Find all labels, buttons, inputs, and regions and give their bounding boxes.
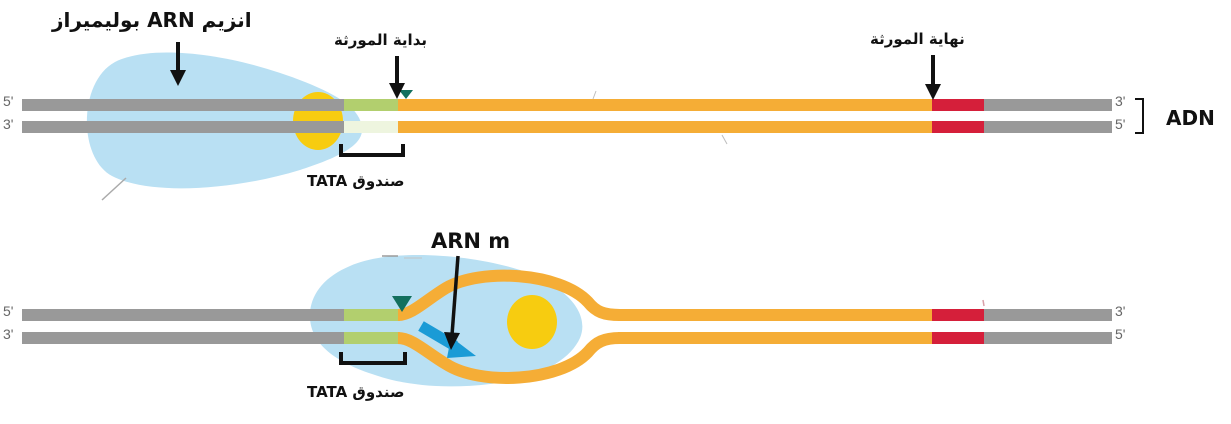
transcription-bubble-upper bbox=[397, 269, 621, 321]
tata-box-lower bbox=[344, 121, 399, 133]
strand-end-3prime: 3' bbox=[1115, 93, 1126, 109]
adn-lower-strand-right bbox=[984, 332, 1112, 344]
label-gene-start: بداية المورثة bbox=[334, 31, 427, 49]
strand-end-5prime: 5' bbox=[3, 93, 14, 109]
panel-elongation bbox=[22, 254, 1112, 387]
adn-upper-strand-right bbox=[984, 99, 1112, 111]
strand-end-5prime: 5' bbox=[3, 303, 14, 319]
terminator-lower bbox=[932, 121, 984, 133]
artifact-line bbox=[592, 90, 597, 100]
artifact-line bbox=[982, 299, 985, 307]
adn-upper-strand-left bbox=[22, 309, 346, 321]
strand-end-3prime: 3' bbox=[3, 326, 14, 342]
gene-upper-strand bbox=[398, 99, 932, 111]
label-tata-box: صندوق TATA bbox=[307, 383, 405, 401]
strand-end-5prime: 5' bbox=[1115, 116, 1126, 132]
arrow-gene-end bbox=[925, 55, 941, 100]
strand-end-3prime: 3' bbox=[1115, 303, 1126, 319]
panel-initiation bbox=[22, 42, 1144, 201]
tata-bracket-bottom bbox=[339, 352, 407, 365]
polymerase-tail-line bbox=[101, 177, 127, 201]
adn-lower-strand-right bbox=[984, 121, 1112, 133]
label-rna-polymerase: انزيم ARN بوليميراز bbox=[52, 8, 252, 32]
gene-upper-strand bbox=[618, 309, 932, 321]
strand-end-3prime: 3' bbox=[3, 116, 14, 132]
transcription-start-marker bbox=[399, 90, 413, 99]
label-arn-m: ARN m bbox=[431, 229, 511, 253]
tata-box-upper bbox=[344, 309, 400, 321]
transcription-start-marker bbox=[392, 296, 412, 312]
terminator-lower bbox=[932, 332, 984, 344]
tata-bracket-top bbox=[339, 144, 405, 157]
artifact-line bbox=[721, 134, 728, 145]
transcription-bubble-lower bbox=[397, 332, 621, 384]
strand-end-5prime: 5' bbox=[1115, 326, 1126, 342]
rna-polymerase-shape bbox=[86, 52, 363, 189]
terminator-upper bbox=[932, 309, 984, 321]
gene-lower-strand bbox=[398, 121, 932, 133]
adn-upper-strand-right bbox=[984, 309, 1112, 321]
arrow-gene-start bbox=[389, 56, 405, 99]
arrow-arn-m bbox=[444, 255, 460, 350]
tata-box-upper bbox=[344, 99, 399, 111]
label-gene-end: نهاية المورثة bbox=[870, 30, 965, 48]
transcription-factor-shape bbox=[507, 295, 557, 349]
rna-polymerase-shape bbox=[309, 254, 583, 387]
gene-lower-strand bbox=[618, 332, 932, 344]
adn-upper-strand-left bbox=[22, 99, 346, 111]
arrow-polymerase bbox=[170, 42, 186, 86]
adn-bracket bbox=[1135, 98, 1144, 134]
tata-box-lower bbox=[344, 332, 400, 344]
label-adn: ADN bbox=[1166, 106, 1215, 130]
adn-lower-strand-left bbox=[22, 121, 346, 133]
terminator-upper bbox=[932, 99, 984, 111]
label-tata-box: صندوق TATA bbox=[307, 172, 405, 190]
adn-lower-strand-left bbox=[22, 332, 346, 344]
